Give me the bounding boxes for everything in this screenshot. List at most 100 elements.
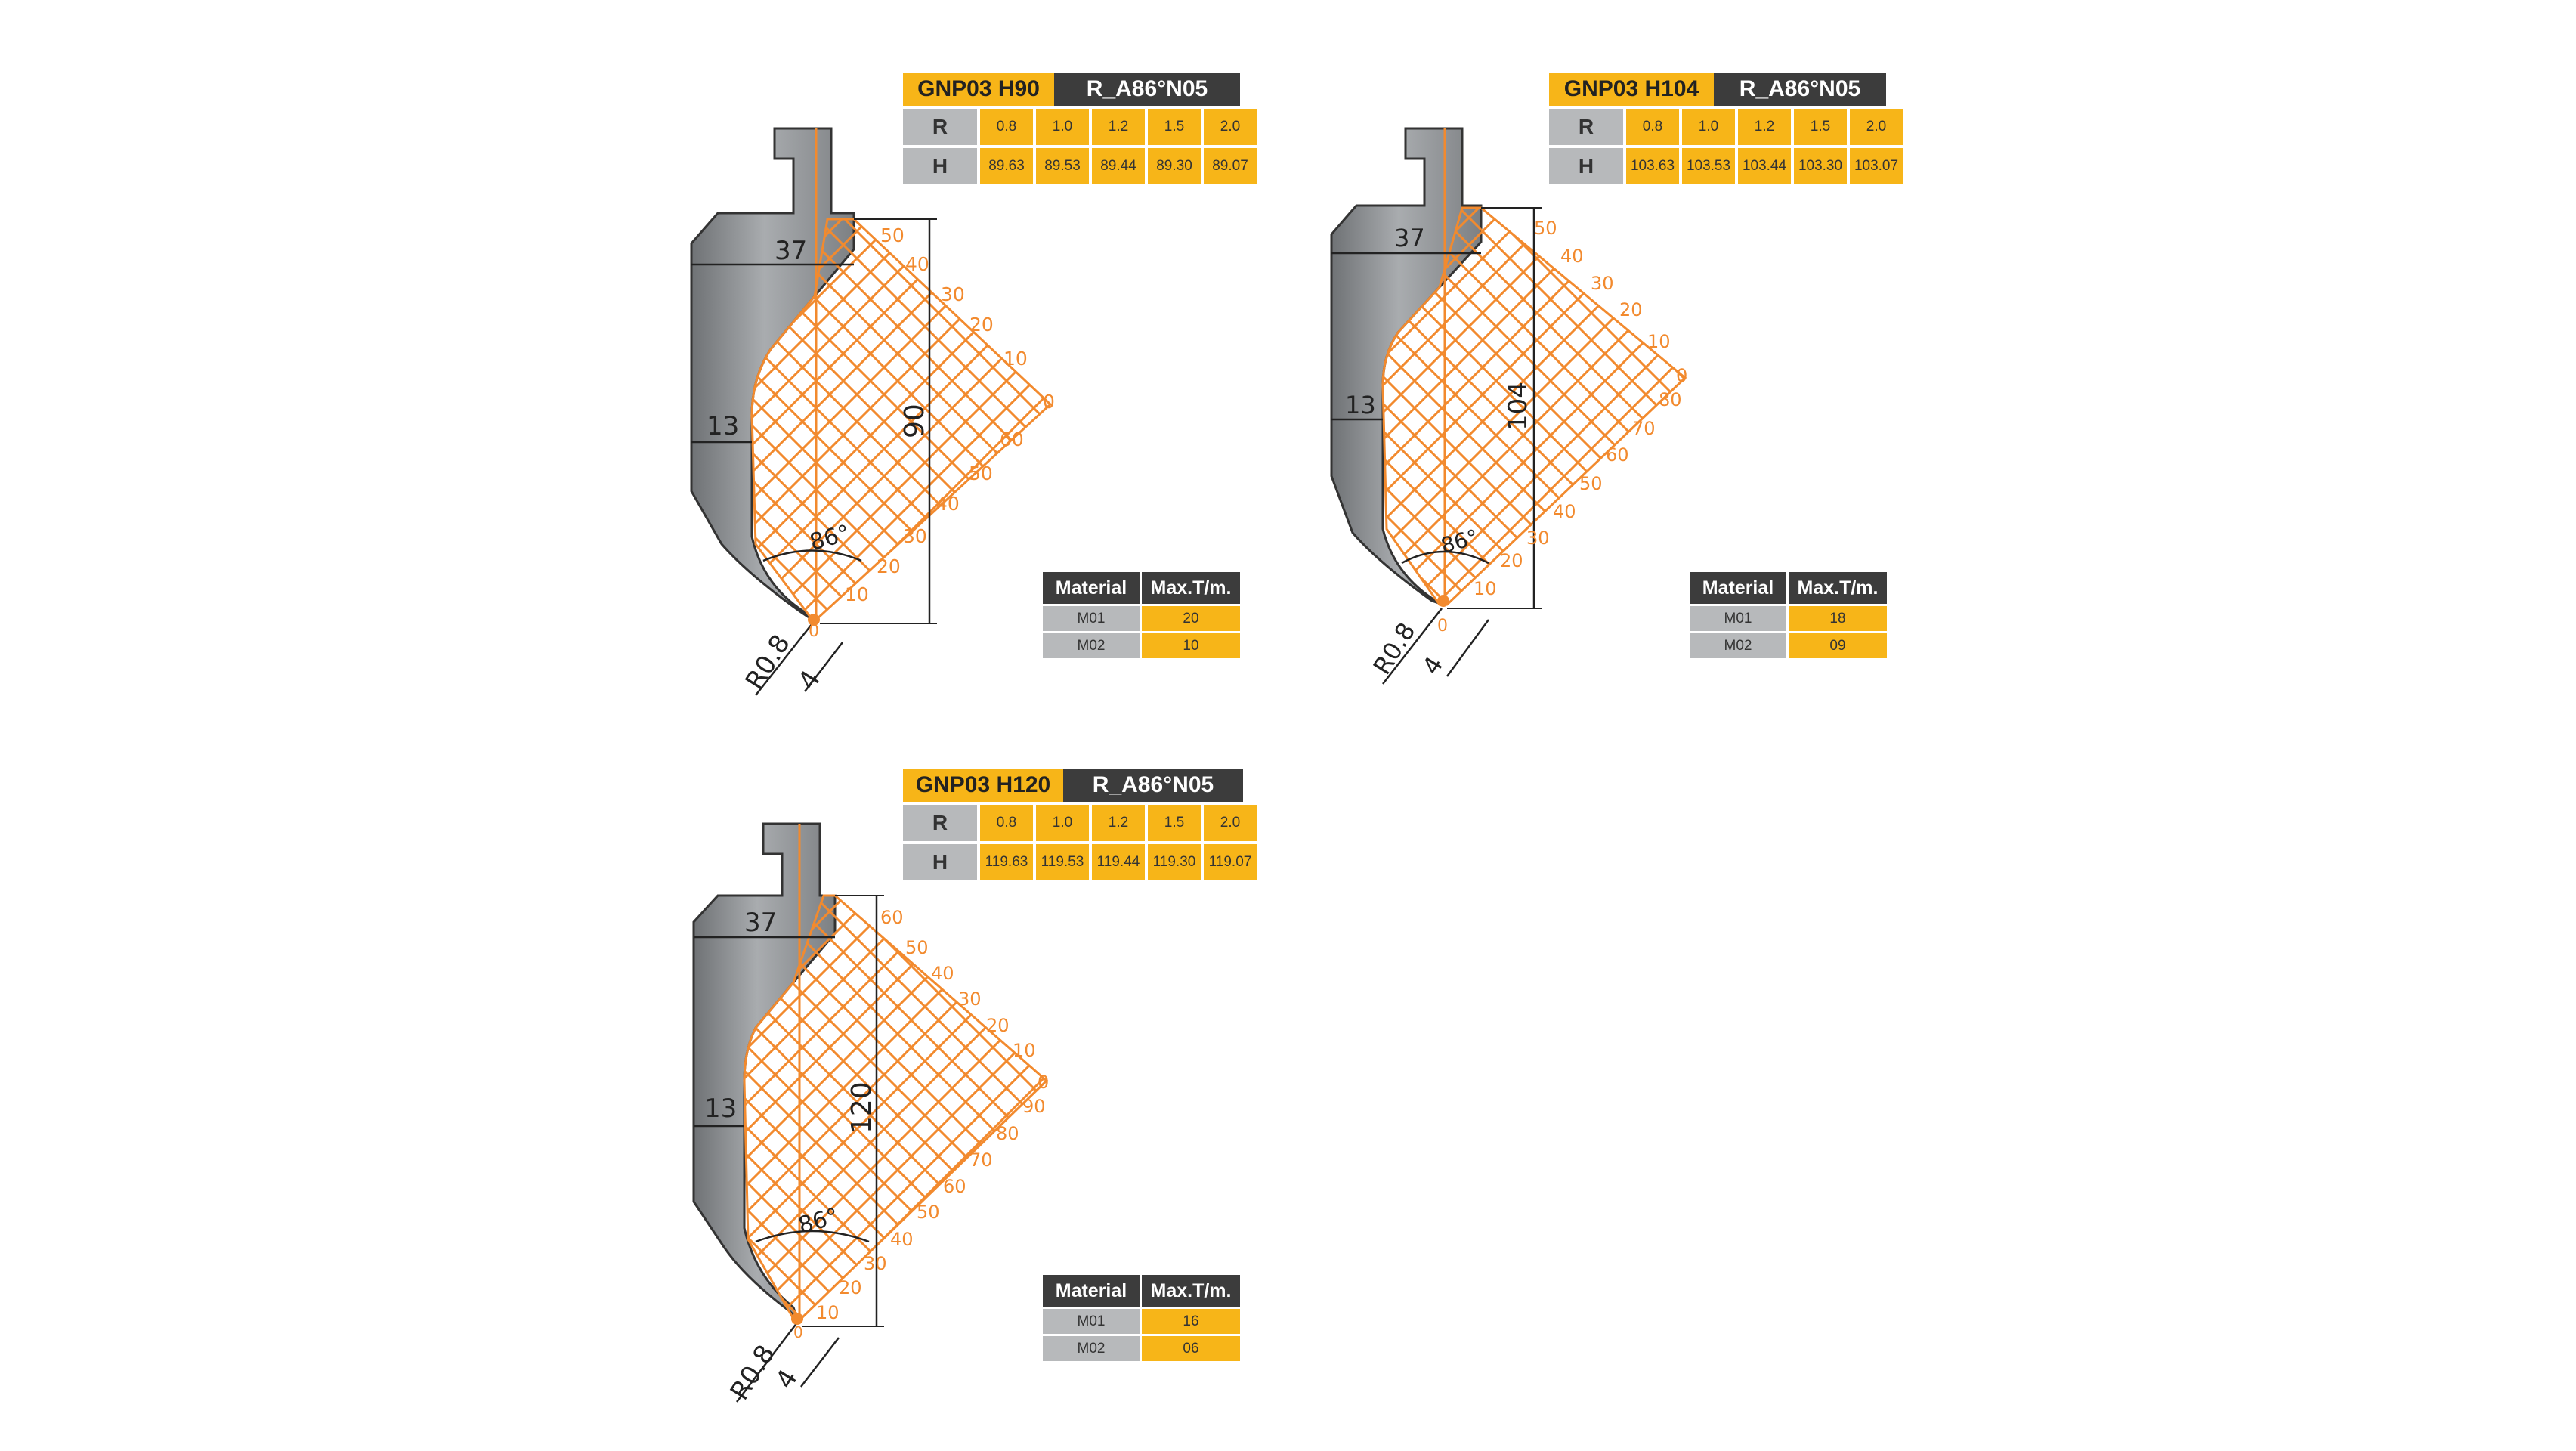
scale-label: 20 [839,1277,862,1298]
dim-width: 37 [775,236,807,266]
scale-label: 40 [1553,501,1576,522]
scale-label: 40 [935,493,960,515]
material-header: Material [1043,572,1140,604]
scale-label: 40 [931,963,954,984]
dim-width: 37 [744,908,777,938]
r-value: 1.2 [1738,109,1791,145]
model-label: GNP03 H90 [903,73,1054,106]
scale-label: 40 [905,253,929,275]
dim-height: 104 [1503,382,1533,431]
r-value: 1.2 [1092,805,1145,841]
scale-label: 50 [1579,473,1603,494]
dim-height: 120 [846,1081,877,1134]
h-value: 103.44 [1738,148,1791,184]
h-value: 103.30 [1794,148,1847,184]
h-label: H [903,148,977,184]
code-label: R_A86°N05 [1054,73,1240,106]
r-label: R [903,109,977,145]
spec-header: GNP03 H90 R_A86°N05 [903,73,1240,106]
scale-label: 0 [809,622,819,641]
scale-label: 10 [1013,1040,1036,1061]
material-table: Material Max.T/m. M01 18 M02 09 [1690,572,1887,658]
material-name: M01 [1043,1309,1140,1334]
r-value: 1.0 [1682,109,1735,145]
dim-height: 90 [899,404,930,438]
h-value: 89.44 [1092,148,1145,184]
r-value: 2.0 [1850,109,1903,145]
material-max: 06 [1142,1336,1240,1361]
scale-label: 30 [903,525,927,547]
r-value: 0.8 [1626,109,1679,145]
r-value: 1.0 [1036,805,1089,841]
scale-label: 20 [1619,299,1643,320]
h-value: 119.63 [980,844,1033,880]
material-name: M02 [1043,633,1140,658]
dim-neck: 13 [707,411,739,441]
scale-label: 90 [1022,1096,1046,1117]
h-value: 89.07 [1204,148,1257,184]
scale-label: 80 [996,1123,1019,1144]
scale-label: 70 [969,1149,993,1171]
scale-label: 30 [1526,527,1550,549]
h-value: 119.44 [1092,844,1145,880]
r-label: R [903,805,977,841]
rh-table: R 0.8 1.0 1.2 1.5 2.0 H 103.63 103.53 10… [1549,109,1903,184]
r-value: 2.0 [1204,805,1257,841]
max-header: Max.T/m. [1789,572,1887,604]
scale-label: 20 [969,314,994,336]
material-max: 18 [1789,606,1887,631]
scale-label: 0 [1038,1072,1049,1093]
spec-header: GNP03 H120 R_A86°N05 [903,769,1243,802]
code-label: R_A86°N05 [1714,73,1886,106]
r-value: 0.8 [980,805,1033,841]
material-header: Material [1690,572,1786,604]
material-table: Material Max.T/m. M01 16 M02 06 [1043,1275,1240,1361]
h-value: 89.53 [1036,148,1089,184]
max-header: Max.T/m. [1142,1275,1240,1307]
scale-label: 20 [1500,550,1523,571]
scale-label: 20 [877,555,901,577]
h-value: 103.07 [1850,148,1903,184]
r-value: 0.8 [980,109,1033,145]
h-label: H [903,844,977,880]
r-value: 1.2 [1092,109,1145,145]
material-max: 16 [1142,1309,1240,1334]
r-value: 1.0 [1036,109,1089,145]
material-max: 20 [1142,606,1240,631]
material-name: M01 [1043,606,1140,631]
scale-label: 0 [1676,365,1687,386]
code-label: R_A86°N05 [1063,769,1243,802]
scale-label: 10 [1003,348,1028,370]
r-value: 1.5 [1148,109,1201,145]
material-name: M02 [1043,1336,1140,1361]
r-value: 2.0 [1204,109,1257,145]
scale-label: 50 [917,1202,940,1223]
dim-neck: 13 [704,1094,737,1124]
scale-label: 20 [986,1015,1010,1036]
material-max: 10 [1142,633,1240,658]
scale-label: 60 [943,1176,966,1197]
h-label: H [1549,148,1623,184]
scale-label: 50 [969,463,993,484]
rh-table: R 0.8 1.0 1.2 1.5 2.0 H 89.63 89.53 89.4… [903,109,1257,184]
material-name: M02 [1690,633,1786,658]
r-value: 1.5 [1794,109,1847,145]
scale-label: 40 [1560,246,1584,267]
scale-label: 50 [1534,218,1557,239]
scale-label: 0 [1043,391,1055,413]
dim-neck: 13 [1345,391,1376,419]
scale-label: 10 [1474,578,1497,599]
scale-label: 60 [1606,444,1629,466]
h-value: 119.30 [1148,844,1201,880]
rh-table: R 0.8 1.0 1.2 1.5 2.0 H 119.63 119.53 11… [903,805,1257,880]
scale-label: 10 [1647,331,1671,352]
max-header: Max.T/m. [1142,572,1240,604]
material-max: 09 [1789,633,1887,658]
material-header: Material [1043,1275,1140,1307]
h-value: 119.53 [1036,844,1089,880]
r-label: R [1549,109,1623,145]
scale-label: 0 [793,1323,803,1341]
